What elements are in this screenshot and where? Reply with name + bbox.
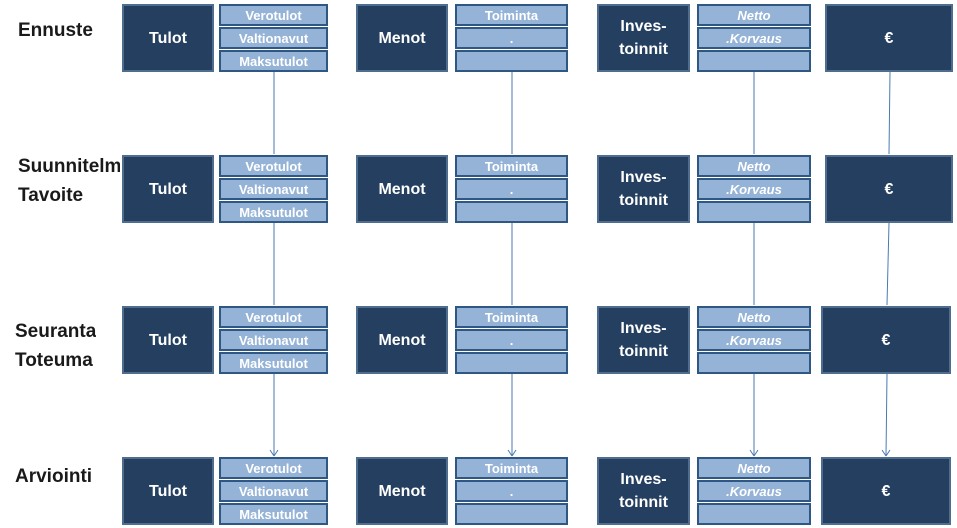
menot-item: .: [455, 27, 568, 49]
menot-item: Toiminta: [455, 306, 568, 328]
tulot-item: Maksutulot: [219, 201, 328, 223]
arrow-head: [753, 449, 759, 457]
row-label: Ennuste: [18, 16, 93, 45]
investoinnit-label-line: toinnit: [619, 343, 668, 360]
investoinnit-label: Inves-toinnit: [619, 468, 668, 514]
investoinnit-item: .Korvaus: [697, 329, 811, 351]
investoinnit-label-line: toinnit: [619, 192, 668, 209]
euro-box: €: [825, 4, 953, 72]
arrow-head: [881, 449, 887, 457]
menot-label: Menot: [378, 180, 426, 198]
menot-box: Menot: [356, 155, 448, 223]
menot-item: Toiminta: [455, 4, 568, 26]
row-label-line: Toteuma: [15, 350, 93, 371]
investoinnit-item: Netto: [697, 457, 811, 479]
investoinnit-item: [697, 50, 811, 72]
investoinnit-label-line: Inves-: [620, 471, 667, 488]
tulot-item: Maksutulot: [219, 50, 328, 72]
investoinnit-label-line: toinnit: [619, 494, 668, 511]
euro-label: €: [884, 29, 894, 47]
menot-item: Toiminta: [455, 155, 568, 177]
euro-label: €: [881, 331, 891, 349]
tulot-item: Valtionavut: [219, 27, 328, 49]
tulot-box: Tulot: [122, 4, 214, 72]
investoinnit-label: Inves-toinnit: [619, 15, 668, 61]
investoinnit-item: Netto: [697, 306, 811, 328]
tulot-item: Verotulot: [219, 4, 328, 26]
menot-box: Menot: [356, 457, 448, 525]
tulot-item: Maksutulot: [219, 352, 328, 374]
investoinnit-item: .Korvaus: [697, 178, 811, 200]
tulot-box: Tulot: [122, 155, 214, 223]
menot-item: .: [455, 329, 568, 351]
investoinnit-item: .Korvaus: [697, 27, 811, 49]
tulot-label: Tulot: [149, 331, 187, 349]
tulot-item: Valtionavut: [219, 178, 328, 200]
investoinnit-item: Netto: [697, 4, 811, 26]
tulot-box: Tulot: [122, 306, 214, 374]
investoinnit-box: Inves-toinnit: [597, 457, 690, 525]
euro-box: €: [821, 457, 951, 525]
menot-item: [455, 201, 568, 223]
investoinnit-label-line: toinnit: [619, 41, 668, 58]
tulot-box: Tulot: [122, 457, 214, 525]
arrow-head: [749, 449, 755, 457]
row-label-line: Ennuste: [18, 20, 93, 41]
tulot-label: Tulot: [149, 482, 187, 500]
connector-line: [886, 222, 890, 306]
investoinnit-box: Inves-toinnit: [597, 4, 690, 72]
row-label-line: Suunnitelm: [18, 156, 120, 177]
investoinnit-box: Inves-toinnit: [597, 155, 690, 223]
menot-box: Menot: [356, 306, 448, 374]
investoinnit-label-line: Inves-: [620, 320, 667, 337]
euro-box: €: [821, 306, 951, 374]
tulot-item: Verotulot: [219, 306, 328, 328]
investoinnit-label-line: Inves-: [620, 18, 667, 35]
investoinnit-item: .Korvaus: [697, 480, 811, 502]
menot-box: Menot: [356, 4, 448, 72]
menot-label: Menot: [378, 482, 426, 500]
connector-line: [885, 373, 888, 457]
tulot-item: Verotulot: [219, 457, 328, 479]
euro-label: €: [881, 482, 891, 500]
investoinnit-box: Inves-toinnit: [597, 306, 690, 374]
arrow-head: [507, 449, 513, 457]
euro-box: €: [825, 155, 953, 223]
row-label: Arviointi: [15, 462, 92, 491]
investoinnit-label: Inves-toinnit: [619, 166, 668, 212]
menot-item: .: [455, 178, 568, 200]
tulot-label: Tulot: [149, 29, 187, 47]
menot-item: [455, 352, 568, 374]
row-label-line: Seuranta: [15, 321, 97, 342]
menot-item: [455, 50, 568, 72]
menot-item: [455, 503, 568, 525]
investoinnit-label: Inves-toinnit: [619, 317, 668, 363]
row-label-line: Arviointi: [15, 466, 93, 487]
tulot-item: Valtionavut: [219, 480, 328, 502]
row-label-line: Tavoite: [18, 185, 84, 206]
arrow-head: [273, 449, 279, 457]
investoinnit-item: Netto: [697, 155, 811, 177]
tulot-item: Valtionavut: [219, 329, 328, 351]
arrow-head: [511, 449, 517, 457]
euro-label: €: [884, 180, 894, 198]
menot-label: Menot: [378, 29, 426, 47]
tulot-item: Maksutulot: [219, 503, 328, 525]
investoinnit-label-line: Inves-: [620, 169, 667, 186]
tulot-label: Tulot: [149, 180, 187, 198]
tulot-item: Verotulot: [219, 155, 328, 177]
investoinnit-item: [697, 503, 811, 525]
connector-line: [888, 71, 891, 155]
arrow-head: [885, 449, 891, 457]
menot-item: .: [455, 480, 568, 502]
arrow-head: [269, 449, 275, 457]
menot-label: Menot: [378, 331, 426, 349]
investoinnit-item: [697, 201, 811, 223]
investoinnit-item: [697, 352, 811, 374]
menot-item: Toiminta: [455, 457, 568, 479]
